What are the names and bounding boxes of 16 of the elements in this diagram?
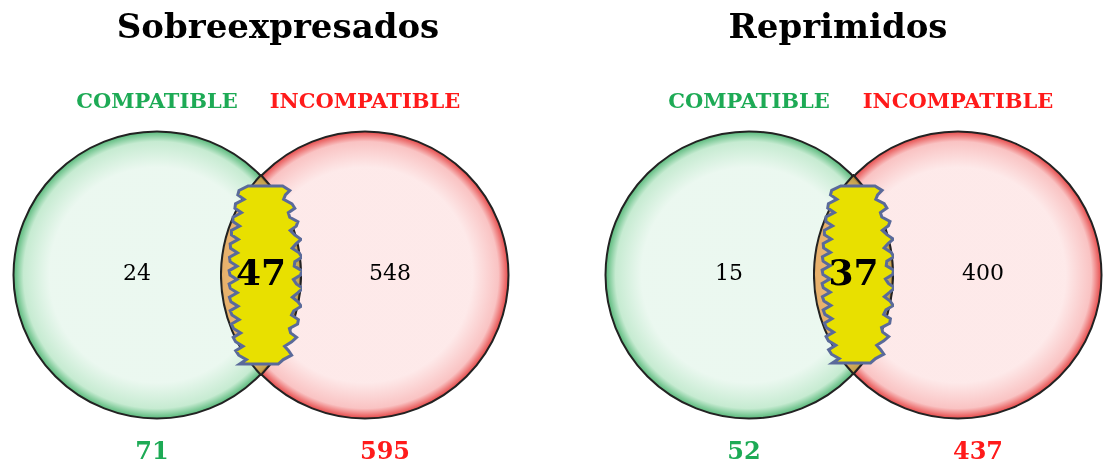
set-label: COMPATIBLE (668, 88, 830, 113)
count-number: 37 (828, 251, 879, 293)
total-number: 595 (359, 436, 411, 465)
total-number: 71 (135, 436, 169, 465)
count-number: 400 (962, 260, 1004, 285)
count-number: 15 (715, 260, 743, 285)
total-number: 437 (952, 436, 1004, 465)
set-label: COMPATIBLE (76, 88, 238, 113)
set-label: INCOMPATIBLE (862, 88, 1054, 113)
chart-title: Sobreexpresados (116, 6, 440, 46)
count-number: 47 (235, 251, 287, 293)
chart-title: Reprimidos (728, 6, 948, 46)
total-number: 52 (727, 436, 761, 465)
count-number: 24 (123, 260, 151, 285)
count-number: 548 (369, 260, 411, 285)
set-label: INCOMPATIBLE (269, 88, 461, 113)
